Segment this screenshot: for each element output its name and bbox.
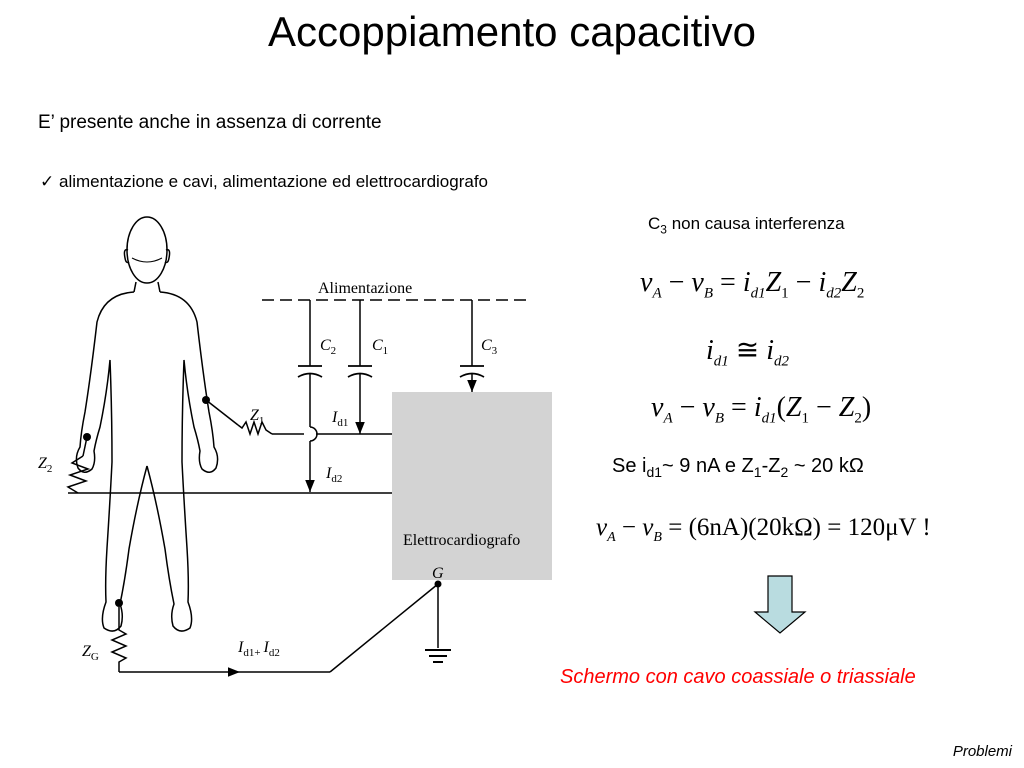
electrode-leg xyxy=(115,599,123,607)
human-body xyxy=(75,216,219,632)
ecg-box xyxy=(392,392,552,580)
check-icon: ✓ xyxy=(40,172,55,191)
id2-label: Id2 xyxy=(325,465,342,485)
id-sum-label: Id1+Id2 xyxy=(237,639,280,659)
zg-label: ZG xyxy=(82,643,99,663)
heading-line: E’ presente anche in assenza di corrente xyxy=(38,112,382,133)
node-g: G xyxy=(432,565,444,582)
z2-resistor xyxy=(66,455,91,494)
bullet-text: alimentazione e cavi, alimentazione ed e… xyxy=(58,172,489,191)
c3-label: C3 xyxy=(481,337,498,357)
shield-text: Schermo con cavo coassiale o triassiale xyxy=(560,666,916,688)
c1-label: C1 xyxy=(372,337,388,357)
id1-label: Id1 xyxy=(331,409,348,429)
equation-2: id1 ≅ id2 xyxy=(706,335,790,370)
z1-resistor xyxy=(237,419,273,437)
equation-3: vA − vB = id1(Z1 − Z2) xyxy=(651,392,872,427)
z1-label: Z1 xyxy=(250,407,264,427)
c3-note: C3 non causa interferenza xyxy=(648,214,845,237)
down-arrow-icon xyxy=(753,575,807,634)
power-line-label: Alimentazione xyxy=(318,280,412,297)
footer-label: Problemi xyxy=(952,743,1012,760)
bullet-line: ✓ alimentazione e cavi, alimentazione ed… xyxy=(40,172,488,192)
page-title: Accoppiamento capacitivo xyxy=(268,8,756,55)
equation-4: vA − vB = (6nA)(20kΩ) = 120μV ! xyxy=(596,514,931,545)
condition-line: Se id1~ 9 nA e Z1-Z2 ~ 20 kΩ xyxy=(612,455,864,480)
ground-symbol xyxy=(425,649,451,663)
z2-label: Z2 xyxy=(38,455,52,475)
c2-label: C2 xyxy=(320,337,336,357)
equation-1: vA − vB = id1Z1 − id2Z2 xyxy=(640,267,865,302)
zg-resistor xyxy=(110,607,128,672)
ecg-label: Elettrocardiografo xyxy=(403,532,520,549)
